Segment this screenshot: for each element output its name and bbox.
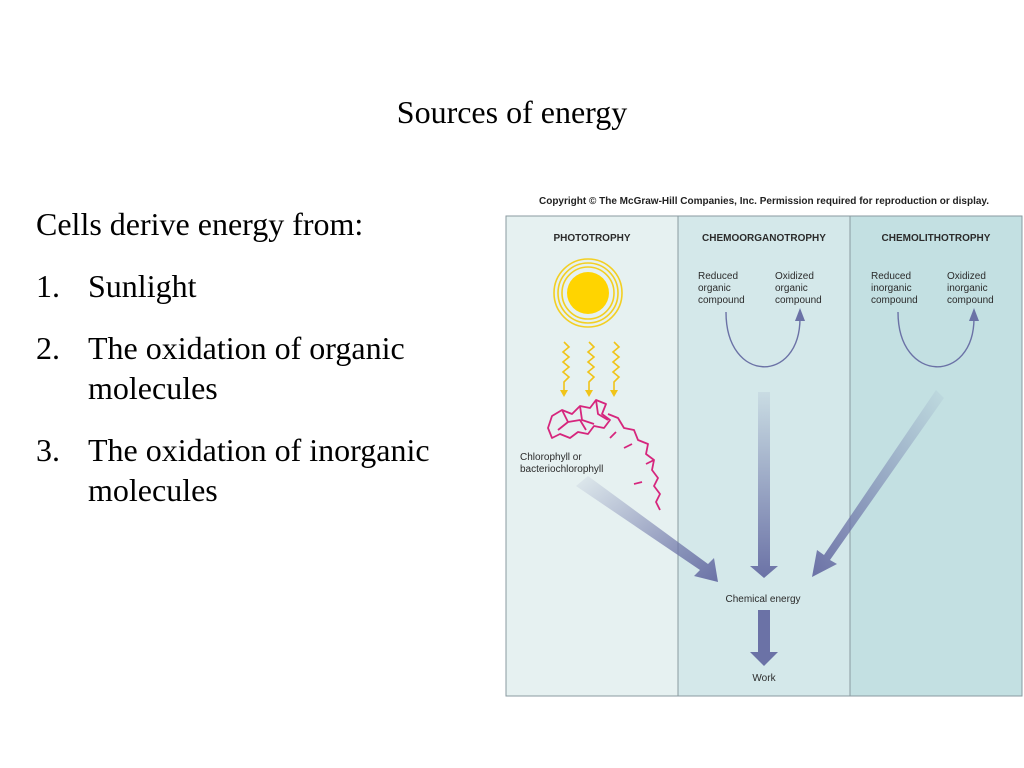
svg-text:compound: compound	[775, 295, 822, 306]
energy-source-list: 1. Sunlight 2. The oxidation of organic …	[36, 266, 456, 532]
inorganic-oxidation-arrow	[897, 311, 975, 368]
list-number: 2.	[36, 330, 60, 366]
svg-text:Oxidized: Oxidized	[775, 271, 814, 282]
chemolithotrophy-energy-arrow	[812, 390, 944, 577]
copyright-notice: Copyright © The McGraw-Hill Companies, I…	[538, 196, 990, 207]
inorganic-reduced-label: Reduced inorganic compound	[871, 271, 918, 306]
list-item: 3. The oxidation of inorganic molecules	[36, 430, 456, 510]
chlorophyll-molecule-icon	[547, 399, 661, 511]
svg-text:compound: compound	[947, 295, 994, 306]
phototrophy-heading: PHOTOTROPHY	[553, 233, 630, 244]
svg-text:compound: compound	[698, 295, 745, 306]
list-item-text: The oxidation of inorganic molecules	[88, 432, 430, 508]
list-number: 3.	[36, 432, 60, 468]
organic-oxidation-arrowhead	[795, 308, 805, 321]
inorganic-oxidized-label: Oxidized inorganic compound	[947, 271, 994, 306]
svg-text:Oxidized: Oxidized	[947, 271, 986, 282]
pigment-label-line-2: bacteriochlorophyll	[520, 464, 603, 475]
energy-sources-figure: Copyright © The McGraw-Hill Companies, I…	[504, 194, 1024, 698]
svg-text:inorganic: inorganic	[871, 283, 912, 294]
svg-text:compound: compound	[871, 295, 918, 306]
phototrophy-energy-arrow	[576, 476, 718, 582]
list-item-text: Sunlight	[88, 268, 197, 304]
chemoorganotrophy-energy-arrow	[750, 392, 778, 578]
chemolithotrophy-panel	[849, 215, 1023, 697]
svg-text:Reduced: Reduced	[698, 271, 738, 282]
organic-reduced-label: Reduced organic compound	[698, 271, 745, 306]
intro-text: Cells derive energy from:	[36, 206, 364, 242]
list-item: 2. The oxidation of organic molecules	[36, 328, 456, 408]
work-arrow	[750, 610, 778, 666]
figure-diagram: PHOTOTROPHY CHEMOORGANOTROPHY CHEMOLITHO…	[505, 215, 1023, 697]
svg-text:Reduced: Reduced	[871, 271, 911, 282]
organic-oxidation-arrow	[725, 311, 801, 368]
sun-icon	[553, 258, 623, 328]
slide-title: Sources of energy	[396, 94, 628, 130]
light-rays-icon	[561, 341, 621, 390]
chemoorganotrophy-heading: CHEMOORGANOTROPHY	[702, 233, 826, 244]
svg-text:organic: organic	[698, 283, 731, 294]
inorganic-oxidation-arrowhead	[969, 308, 979, 321]
organic-oxidized-label: Oxidized organic compound	[775, 271, 822, 306]
list-item: 1. Sunlight	[36, 266, 456, 306]
list-number: 1.	[36, 268, 60, 304]
chemical-energy-label: Chemical energy	[725, 594, 800, 605]
svg-text:inorganic: inorganic	[947, 283, 988, 294]
list-item-text: The oxidation of organic molecules	[88, 330, 405, 406]
chemolithotrophy-heading: CHEMOLITHOTROPHY	[882, 233, 991, 244]
svg-text:organic: organic	[775, 283, 808, 294]
pigment-label-line-1: Chlorophyll or	[520, 452, 582, 463]
light-ray-arrowheads	[560, 390, 618, 397]
work-label: Work	[752, 673, 776, 684]
